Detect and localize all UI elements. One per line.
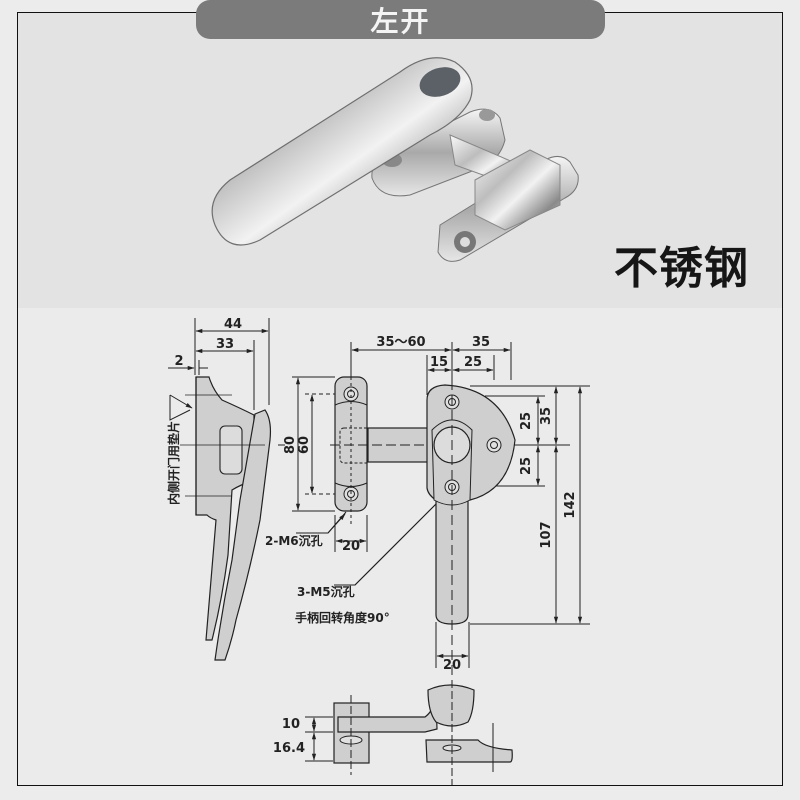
keeper-holes-note: 2-M6沉孔 — [265, 533, 323, 548]
title-text: 左开 — [370, 4, 431, 38]
material-label: 不锈钢 — [614, 243, 749, 294]
dim-2: 2 — [174, 354, 183, 369]
title-banner: 左开 — [196, 0, 605, 39]
dim-80: 80 — [283, 436, 298, 454]
dim-25-lower: 25 — [519, 457, 534, 475]
side-view-part — [180, 376, 272, 661]
dim-33: 33 — [216, 337, 234, 352]
dim-15: 15 — [430, 355, 448, 370]
dim-44: 44 — [224, 317, 242, 332]
dim-142: 142 — [563, 491, 578, 518]
dim-20-handle: 20 — [443, 658, 461, 673]
handle-part — [426, 380, 516, 680]
dim-25-upper: 25 — [519, 412, 534, 430]
dim-107: 107 — [539, 521, 554, 548]
dim-25-top: 25 — [464, 355, 482, 370]
dim-20-keeper: 20 — [342, 539, 360, 554]
dim-35-60: 35～60 — [376, 335, 425, 350]
dim-60: 60 — [297, 436, 312, 454]
rotation-note: 手柄回转角度90° — [295, 610, 390, 625]
handle-holes-note: 3-M5沉孔 — [297, 584, 355, 599]
dim-16-4: 16.4 — [273, 741, 305, 756]
dim-35-right: 35 — [539, 407, 554, 425]
spacer-note: 内侧开门用垫片 — [166, 421, 181, 505]
dim-10: 10 — [282, 717, 300, 732]
bottom-view — [305, 680, 513, 785]
dim-35-top: 35 — [472, 335, 490, 350]
